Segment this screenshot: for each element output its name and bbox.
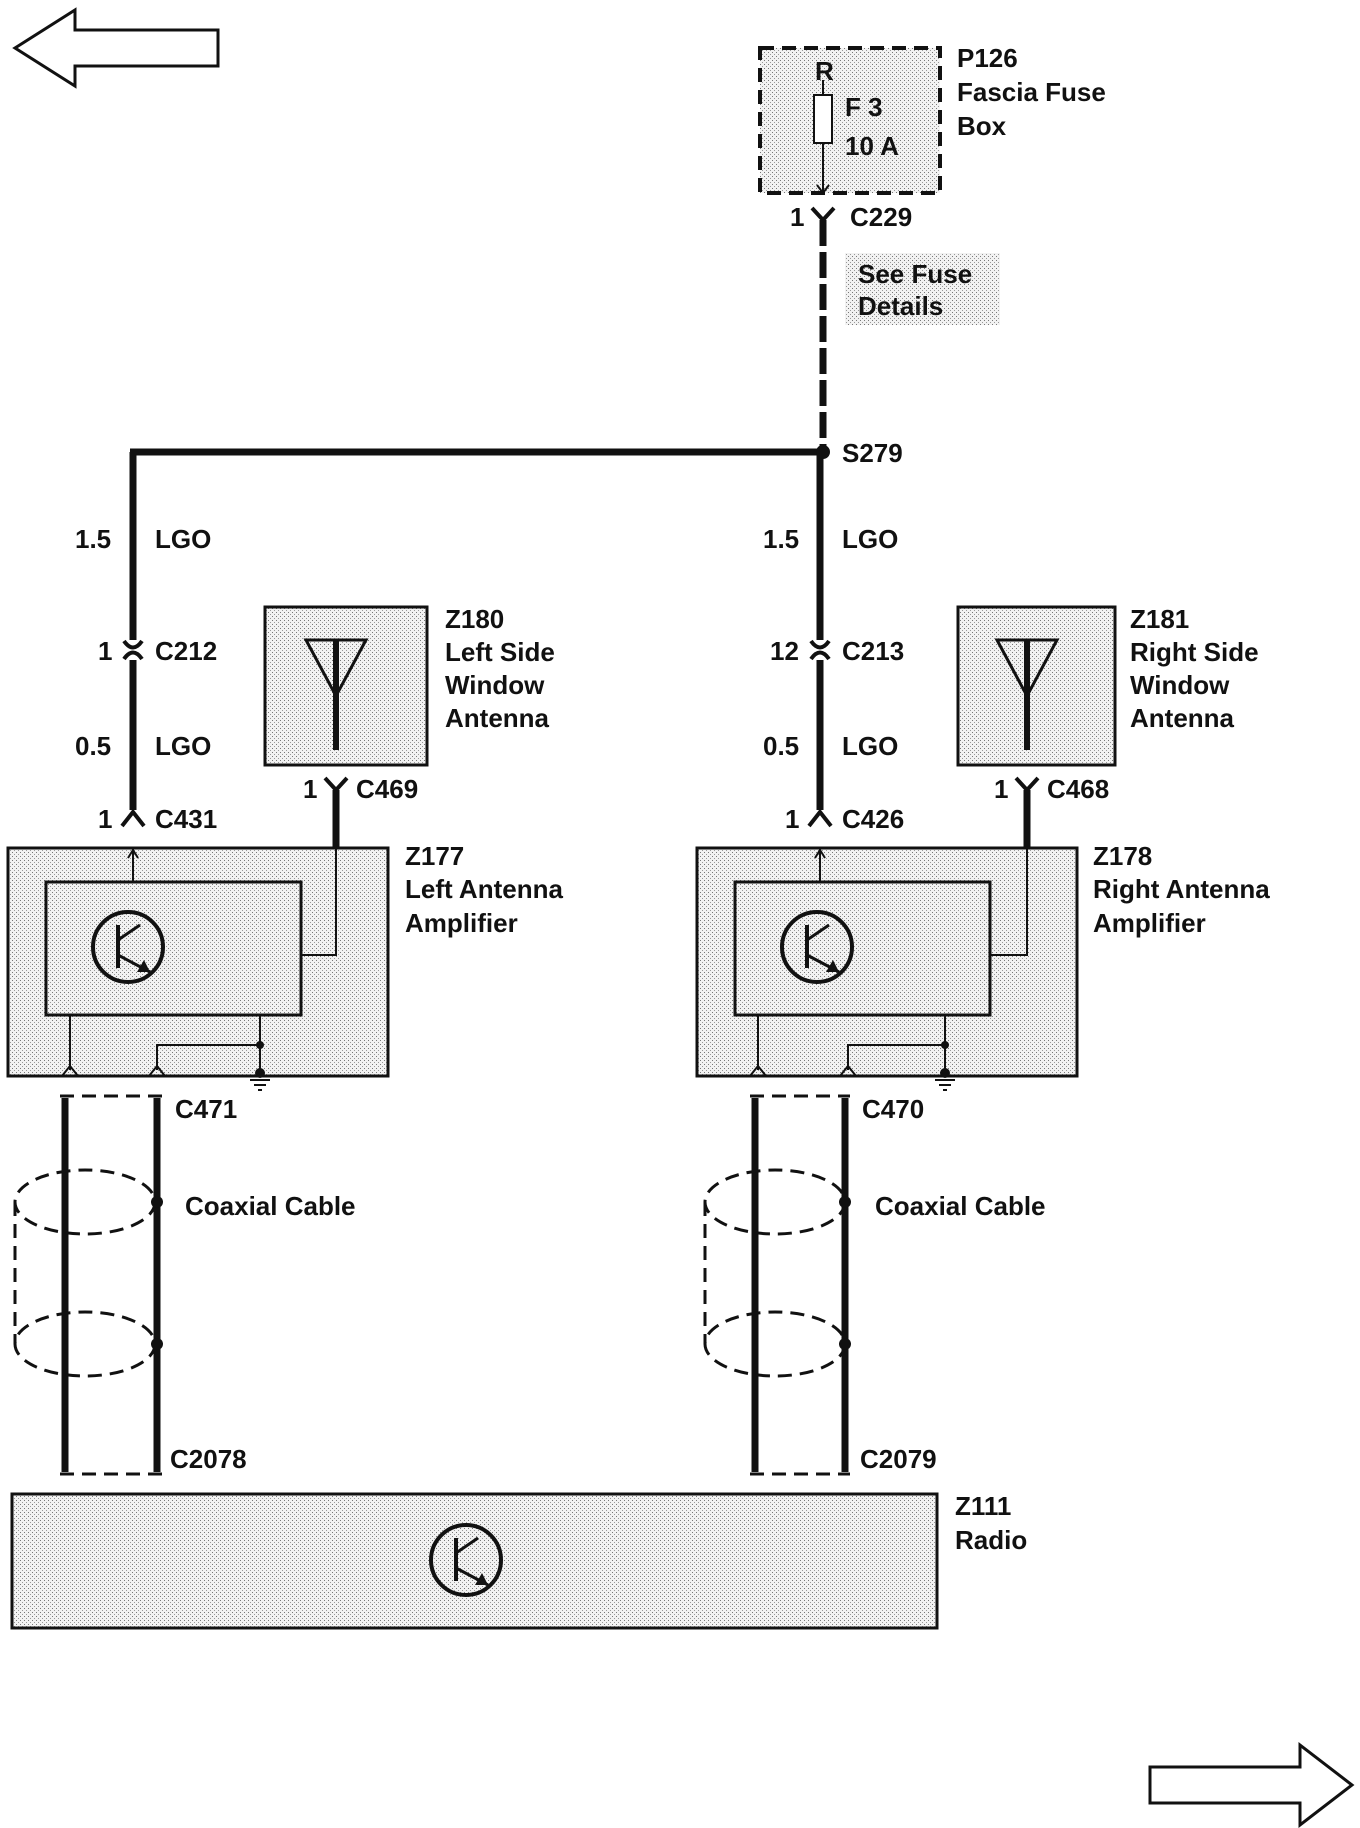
fuse-box-name-line1: Fascia Fuse	[957, 77, 1106, 107]
c426-label: C426	[842, 804, 904, 834]
ground-icon	[935, 1068, 955, 1091]
left-amplifier-module	[6, 846, 390, 1091]
right-wire1-size: 1.5	[763, 524, 799, 554]
fuse-box-p126	[758, 46, 942, 195]
c471-label: C471	[175, 1094, 237, 1124]
transistor-icon	[429, 1523, 503, 1597]
c468-connector-symbol	[1014, 776, 1040, 793]
c431-label: C431	[155, 804, 217, 834]
z180-id: Z180	[445, 604, 504, 634]
c2079-label: C2079	[860, 1444, 937, 1474]
right-coax-label: Coaxial Cable	[875, 1191, 1046, 1221]
left-coaxial-cable	[13, 1094, 163, 1476]
z181-line3: Antenna	[1130, 703, 1235, 733]
z181-line1: Right Side	[1130, 637, 1259, 667]
splice-s279-label: S279	[842, 438, 903, 468]
z180-line1: Left Side	[445, 637, 555, 667]
c469-pin: 1	[303, 774, 317, 804]
left-wire1-size: 1.5	[75, 524, 111, 554]
z181-id: Z181	[1130, 604, 1189, 634]
z180-line2: Window	[445, 670, 545, 700]
z178-id: Z178	[1093, 841, 1152, 871]
c213-pin: 12	[770, 636, 799, 666]
c229-label: C229	[850, 202, 912, 232]
c229-pin: 1	[790, 202, 804, 232]
right-coaxial-cable	[703, 1094, 851, 1476]
fuse-terminal-label: R	[815, 56, 834, 86]
fuse-number-label: F 3	[845, 92, 883, 122]
c470-label: C470	[862, 1094, 924, 1124]
left-antenna-box	[263, 605, 429, 767]
right-antenna-box	[956, 605, 1117, 767]
z178-line2: Amplifier	[1093, 908, 1206, 938]
see-fuse-details-note[interactable]	[845, 253, 1000, 325]
c468-pin: 1	[994, 774, 1008, 804]
c213-connector-symbol	[809, 639, 831, 661]
c2078-label: C2078	[170, 1444, 247, 1474]
fuse-box-name-line2: Box	[957, 111, 1007, 141]
z111-name: Radio	[955, 1525, 1027, 1555]
right-wire1-color: LGO	[842, 524, 898, 554]
transistor-icon	[91, 910, 165, 984]
c431-pin: 1	[98, 804, 112, 834]
left-wire2-color: LGO	[155, 731, 211, 761]
c212-label: C212	[155, 636, 217, 666]
c212-connector-symbol	[122, 639, 144, 661]
c469-connector-symbol	[323, 776, 349, 793]
right-wire2-size: 0.5	[763, 731, 799, 761]
c213-label: C213	[842, 636, 904, 666]
fuse-icon	[813, 94, 833, 144]
antenna-icon	[303, 638, 369, 750]
right-arrow-icon[interactable]	[1148, 1741, 1355, 1828]
fuse-rating-label: 10 A	[845, 131, 899, 161]
z178-line1: Right Antenna	[1093, 874, 1270, 904]
see-fuse-details-line1: See Fuse	[858, 259, 972, 289]
c212-pin: 1	[98, 636, 112, 666]
c469-label: C469	[356, 774, 418, 804]
left-wire2-size: 0.5	[75, 731, 111, 761]
c229-connector-symbol	[810, 206, 836, 223]
c431-connector-symbol	[120, 808, 146, 828]
left-coax-label: Coaxial Cable	[185, 1191, 356, 1221]
right-amplifier-module	[695, 846, 1079, 1091]
see-fuse-details-line2: Details	[858, 291, 943, 321]
z111-id: Z111	[955, 1491, 1011, 1521]
c468-label: C468	[1047, 774, 1109, 804]
left-arrow-icon[interactable]	[12, 7, 220, 89]
z180-line3: Antenna	[445, 703, 550, 733]
fuse-box-id: P126	[957, 43, 1018, 73]
radio-module	[10, 1492, 939, 1630]
c426-pin: 1	[785, 804, 799, 834]
left-wire1-color: LGO	[155, 524, 211, 554]
transistor-icon	[780, 910, 854, 984]
z177-id: Z177	[405, 841, 464, 871]
z181-line2: Window	[1130, 670, 1230, 700]
z177-line1: Left Antenna	[405, 874, 563, 904]
antenna-icon	[994, 638, 1060, 750]
right-wire2-color: LGO	[842, 731, 898, 761]
c426-connector-symbol	[807, 808, 833, 828]
ground-icon	[250, 1068, 270, 1091]
z177-line2: Amplifier	[405, 908, 518, 938]
